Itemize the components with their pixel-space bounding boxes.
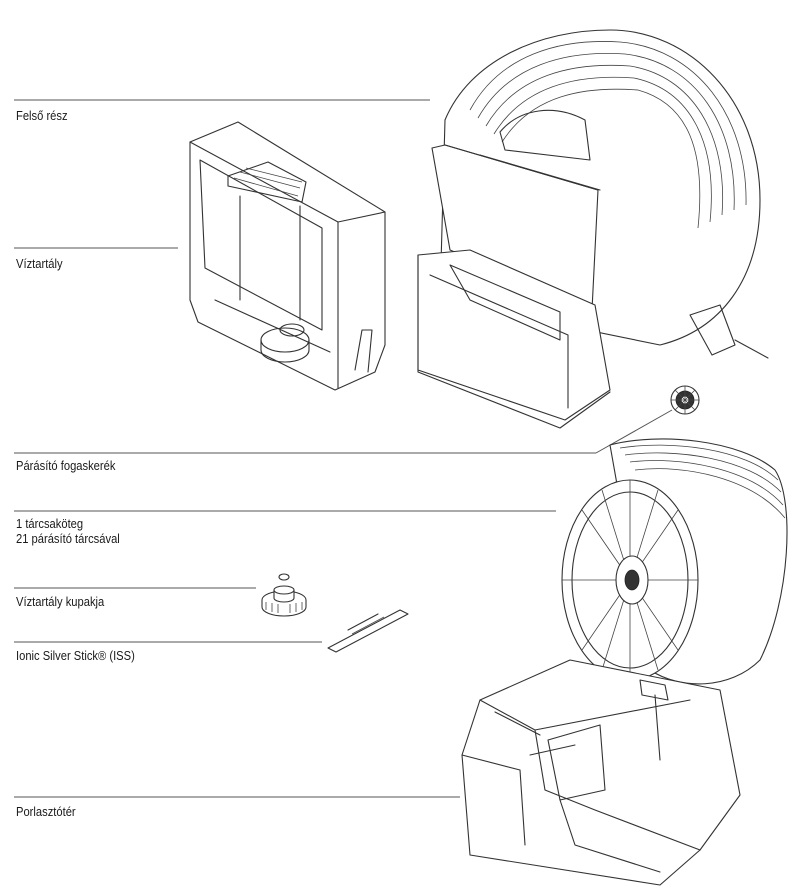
- label-viztartaly: Víztartály: [16, 256, 63, 271]
- label-tarcsakoteg: 1 tárcsaköteg 21 párásító tárcsával: [16, 516, 120, 546]
- water-tank-illustration: [189, 121, 386, 391]
- evaporation-chamber-illustration: [461, 659, 741, 886]
- label-parasito-fogaskerek: Párásító fogaskerék: [16, 458, 116, 473]
- label-ionic-silver-stick: Ionic Silver Stick® (ISS): [16, 648, 135, 663]
- disc-stack-illustration: [561, 438, 788, 685]
- label-viztartaly-kupakja: Víztartály kupakja: [16, 594, 105, 609]
- upper-part-illustration: [417, 29, 769, 429]
- label-porlasztoter: Porlasztótér: [16, 804, 76, 819]
- leader-lines: [14, 99, 673, 798]
- humidifier-gear-illustration: [670, 385, 700, 415]
- tank-cap-illustration: [261, 573, 307, 617]
- label-felso-resz: Felső rész: [16, 108, 68, 123]
- ionic-silver-stick-illustration: [327, 609, 409, 653]
- leader-parasito-fogaskerek-diag: [595, 409, 673, 454]
